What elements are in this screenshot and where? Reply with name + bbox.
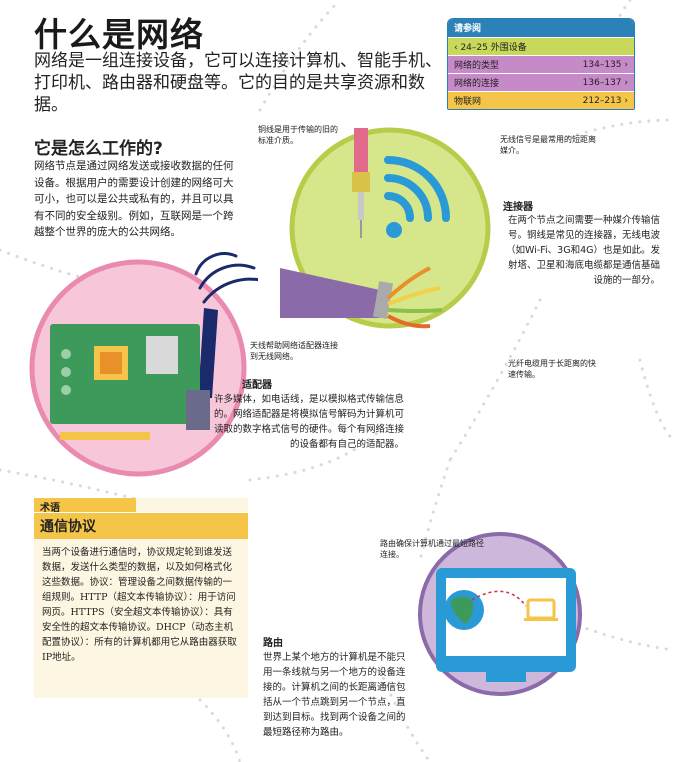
routing-illustration [418,532,582,696]
fiber-note: 光纤电缆用于长距离的快速传输。 [508,359,596,379]
antenna-signal-icon [194,252,258,304]
routing-heading: 路由 [263,638,283,649]
antenna-icon [198,308,218,398]
adapter-illustration [29,252,258,477]
copper-note: 铜线是用于传输的旧的标准介质。 [258,125,338,145]
connector-body: 在两个节点之间需要一种媒介传输信号。铜线是常见的连接器，无线电波（如Wi-Fi、… [506,215,660,286]
how-it-works-heading: 它是怎么工作的? [34,139,163,159]
glossary-tag: 术语 [34,498,136,514]
adapter-body: 许多媒体，如电话线，是以模拟格式传输信息的。网络适配器是将模拟信号解码为计算机可… [214,394,405,450]
antenna-note: 天线帮助网络适配器连接到无线网络。 [250,341,338,361]
glossary-box: 术语 通信协议 当两个设备进行通信时，协议规定轮到谁发送数据，发送什么类型的数据… [34,498,248,698]
connector-heading: 连接器 [503,202,533,213]
wireless-note: 无线信号是最常用的短距离媒介。 [500,135,596,155]
network-card-icon [50,324,210,440]
adapter-heading: 适配器 [242,380,272,391]
routing-note: 路由确保计算机通过最短路径连接。 [380,539,484,559]
routing-body: 世界上某个地方的计算机是不能只用一条线就与另一个地方的设备连接的。计算机之间的长… [263,652,406,738]
how-it-works-body: 网络节点是通过网络发送或接收数据的任何设备。根据用户的需要设计创建的网络可大可小… [34,160,234,238]
glossary-body: 当两个设备进行通信时，协议规定轮到谁发送数据，发送什么类型的数据，以及如何格式化… [42,547,237,663]
monitor-icon [436,568,576,682]
cable-illustration [280,127,491,329]
glossary-title: 通信协议 [34,512,248,539]
wifi-signal-icon [384,156,450,222]
wifi-source-dot [386,222,402,238]
page-title: 什么是网络 [34,15,204,54]
see-also-header: 请参阅 [448,19,634,37]
fiber-cable-icon [280,266,443,329]
see-also-link-peripherals[interactable]: ‹ 24–25 外围设备 [448,37,634,55]
intro-text: 网络是一组连接设备，它可以连接计算机、智能手机、打印机、路由器和硬盘等。它的目的… [34,51,442,115]
copper-connector-icon [352,128,370,238]
